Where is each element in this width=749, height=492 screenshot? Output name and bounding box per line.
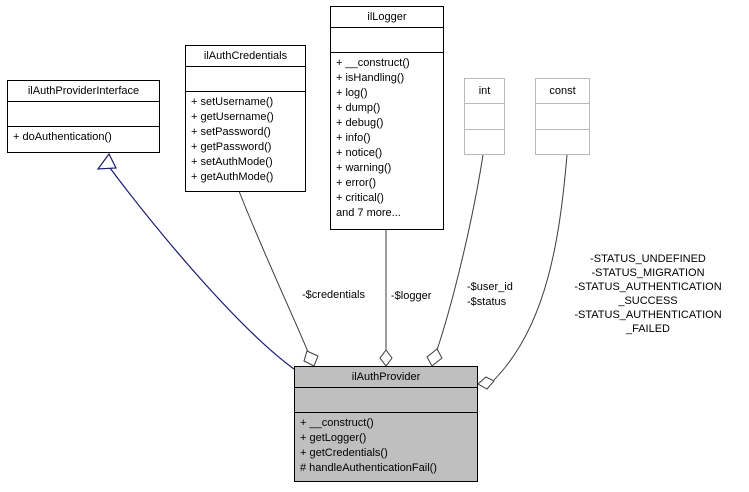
method-item: + isHandling() <box>336 72 405 84</box>
class-box-ilauthproviderinterface[interactable]: ilAuthProviderInterface + doAuthenticati… <box>7 80 160 153</box>
method-item: + __construct() <box>300 417 374 429</box>
method-item: + info() <box>336 132 371 144</box>
class-box-illogger[interactable]: ilLogger + __construct() + isHandling() … <box>330 6 444 230</box>
class-attributes-empty <box>8 102 159 127</box>
method-item: + getLogger() <box>300 432 367 444</box>
method-item: + debug() <box>336 117 384 129</box>
method-item: + getUsername() <box>191 111 274 123</box>
type-attributes-empty <box>536 104 589 130</box>
credentials-edge <box>238 190 309 353</box>
class-methods: + __construct() + isHandling() + log() +… <box>331 53 443 229</box>
method-item: + setUsername() <box>191 96 274 108</box>
method-item: + notice() <box>336 147 383 159</box>
class-attributes-empty <box>295 388 477 413</box>
edge-label-line: -STATUS_UNDEFINED <box>590 253 706 265</box>
method-item: and 7 more... <box>336 207 401 219</box>
method-item: + critical() <box>336 192 384 204</box>
credentials-aggregation-diamond-icon <box>303 350 319 367</box>
class-attributes-empty <box>331 28 443 53</box>
edge-label-line: -$status <box>467 296 507 308</box>
edge-label-line: _SUCCESS <box>618 295 678 307</box>
method-item: + error() <box>336 177 377 189</box>
method-item: + doAuthentication() <box>13 131 112 143</box>
type-methods-empty <box>536 130 589 154</box>
class-box-ilauthprovider[interactable]: ilAuthProvider + __construct() + getLogg… <box>294 366 478 482</box>
class-title: ilLogger <box>331 7 443 28</box>
class-methods: + setUsername() + getUsername() + setPas… <box>186 92 305 191</box>
method-item: + setAuthMode() <box>191 156 273 168</box>
type-attributes-empty <box>465 104 504 130</box>
class-attributes-empty <box>186 67 305 92</box>
edge-label-line: -$user_id <box>467 281 513 293</box>
class-methods: + doAuthentication() <box>8 127 159 152</box>
type-methods-empty <box>465 130 504 154</box>
type-box-const: const <box>535 78 590 155</box>
logger-aggregation-diamond-icon <box>379 349 393 367</box>
method-item: + log() <box>336 87 368 99</box>
edge-label-int: -$user_id -$status <box>467 280 513 310</box>
method-item: + warning() <box>336 162 392 174</box>
inheritance-edge <box>109 167 295 370</box>
edge-label-line: -STATUS_AUTHENTICATION <box>574 281 722 293</box>
class-title: ilAuthProvider <box>295 367 477 388</box>
edge-label-line: _FAILED <box>625 323 671 335</box>
int-aggregation-diamond-icon <box>426 348 443 367</box>
type-title: const <box>536 79 589 104</box>
method-item: # handleAuthenticationFail() <box>300 462 437 474</box>
class-methods: + __construct() + getLogger() + getCrede… <box>295 413 477 481</box>
class-title: ilAuthProviderInterface <box>8 81 159 102</box>
method-item: + getAuthMode() <box>191 171 274 183</box>
edge-label-logger: -$logger <box>391 290 432 302</box>
method-item: + __construct() <box>336 57 410 69</box>
const-aggregation-diamond-icon <box>477 376 495 390</box>
method-item: + setPassword() <box>191 126 271 138</box>
edge-label-line: -STATUS_MIGRATION <box>591 267 705 279</box>
edge-label-line: -STATUS_AUTHENTICATION <box>574 309 722 321</box>
edge-label-const: -STATUS_UNDEFINED -STATUS_MIGRATION -STA… <box>551 252 745 336</box>
method-item: + getPassword() <box>191 141 272 153</box>
type-title: int <box>465 79 504 104</box>
inheritance-arrowhead-icon <box>96 152 117 170</box>
method-item: + getCredentials() <box>300 447 388 459</box>
edge-label-credentials: -$credentials <box>302 289 365 301</box>
class-title: ilAuthCredentials <box>186 46 305 67</box>
class-box-ilauthcredentials[interactable]: ilAuthCredentials + setUsername() + getU… <box>185 45 306 192</box>
const-edge <box>493 154 568 381</box>
method-item: + dump() <box>336 102 381 114</box>
int-edge <box>436 154 484 351</box>
type-box-int: int <box>464 78 505 155</box>
